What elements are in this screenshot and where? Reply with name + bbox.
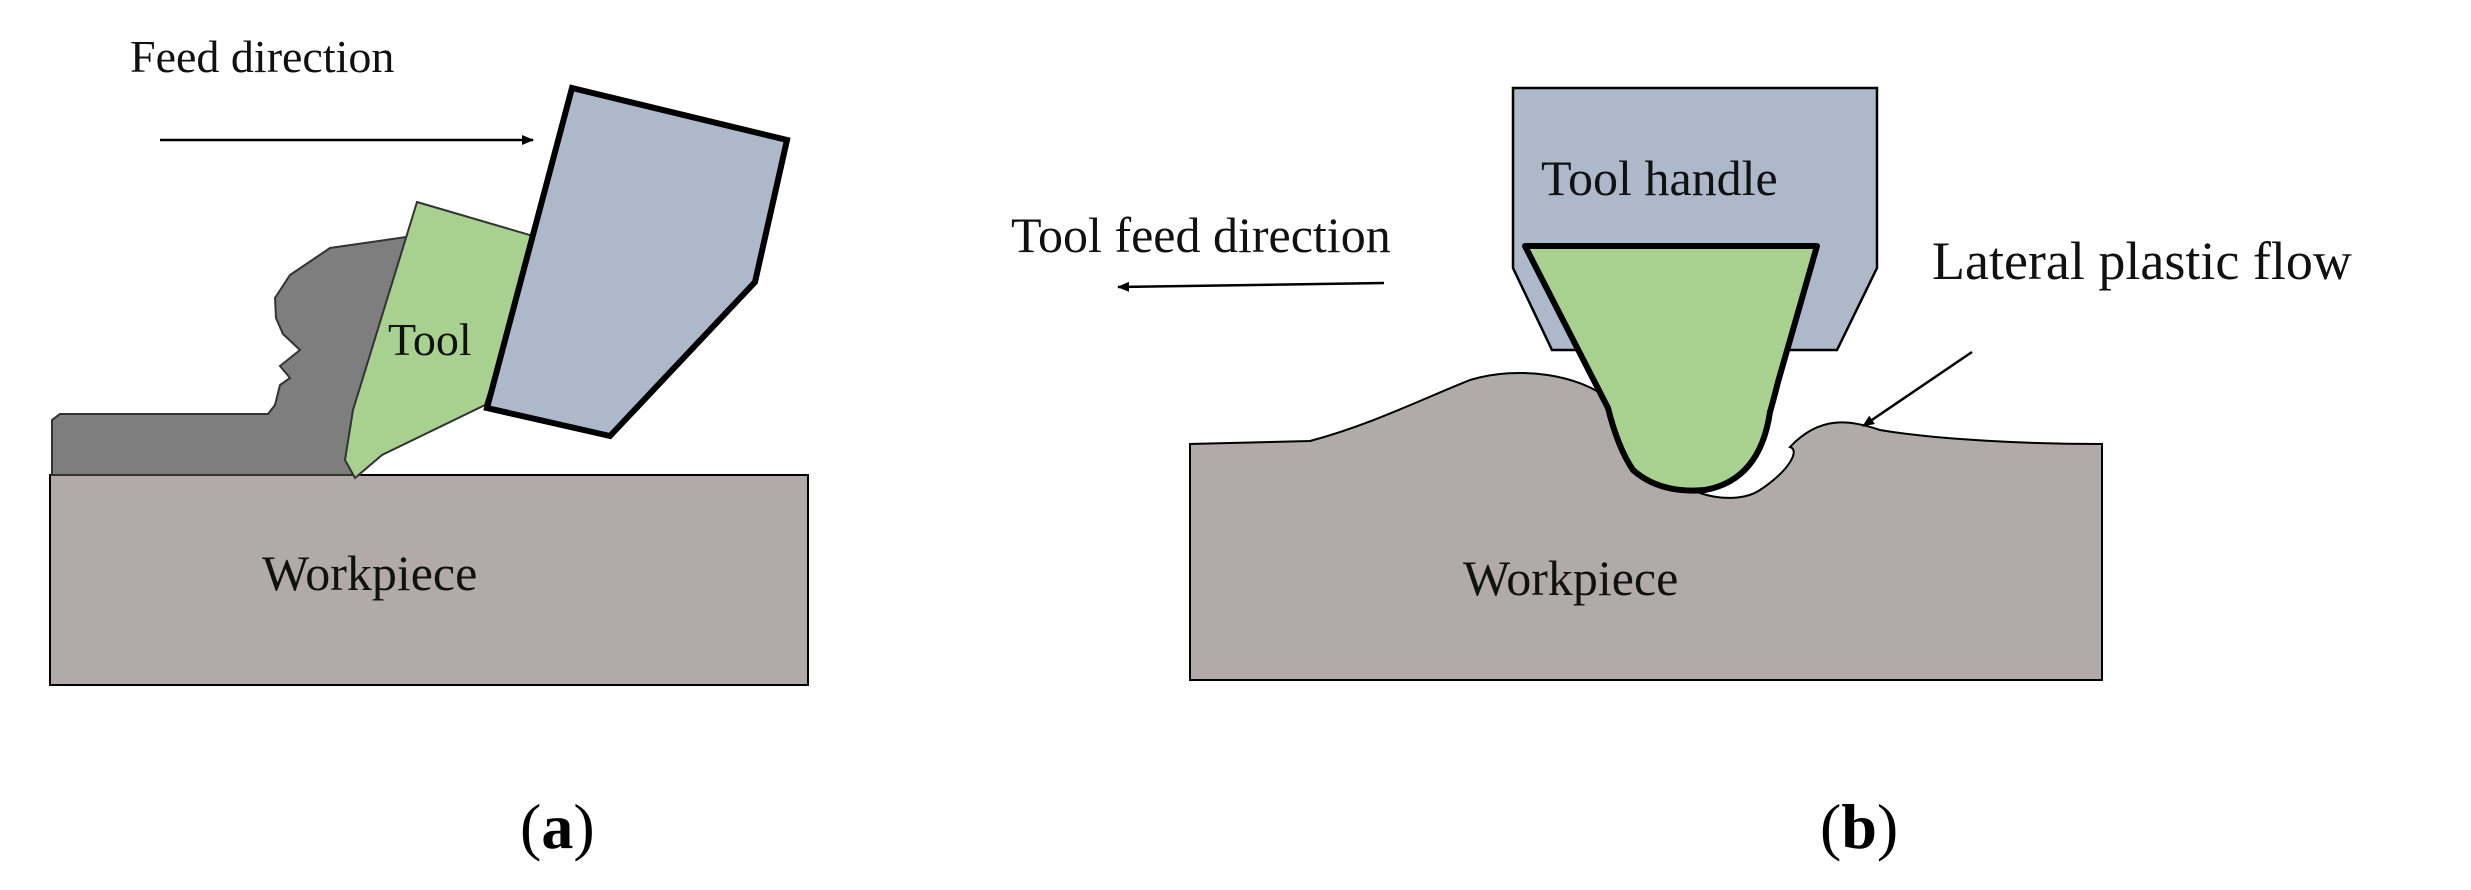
panel-a-workpiece: [49, 474, 809, 686]
panel-b-caption-letter: b: [1841, 791, 1877, 862]
panel-a-caption: (a): [520, 791, 595, 862]
panel-a-feed-label: Feed direction: [130, 31, 394, 82]
panel-b-caption-close-paren: ): [1877, 791, 1898, 862]
panel-a-caption-letter: a: [541, 791, 573, 862]
panel-a-caption-close-paren: ): [573, 791, 594, 862]
panel-b-feed-arrow: [1117, 281, 1385, 292]
panel-a-caption-open-paren: (: [520, 791, 541, 862]
panel-a-tool-holder: [483, 84, 791, 440]
panel-b-handle-label: Tool handle: [1541, 150, 1778, 206]
panel-b-flow-arrow: [1862, 350, 1973, 428]
panel-a-tool-label: Tool: [388, 314, 472, 365]
panel-b-workpiece-label: Workpiece: [1463, 550, 1678, 606]
panel-b-caption: (b): [1820, 791, 1898, 862]
panel-b-tool-tip: [1522, 243, 1820, 494]
panel-b-feed-label: Tool feed direction: [1011, 207, 1391, 263]
panel-b-flow-label: Lateral plastic flow: [1932, 231, 2352, 291]
panel-b-caption-open-paren: (: [1820, 791, 1841, 862]
panel-a-workpiece-label: Workpiece: [262, 545, 477, 601]
panel-a: Feed direction Tool Workpiece (a): [49, 31, 809, 862]
panel-b: Tool handle Tool feed direction Lateral …: [1011, 86, 2352, 862]
panel-b-workpiece: [1189, 371, 2103, 681]
